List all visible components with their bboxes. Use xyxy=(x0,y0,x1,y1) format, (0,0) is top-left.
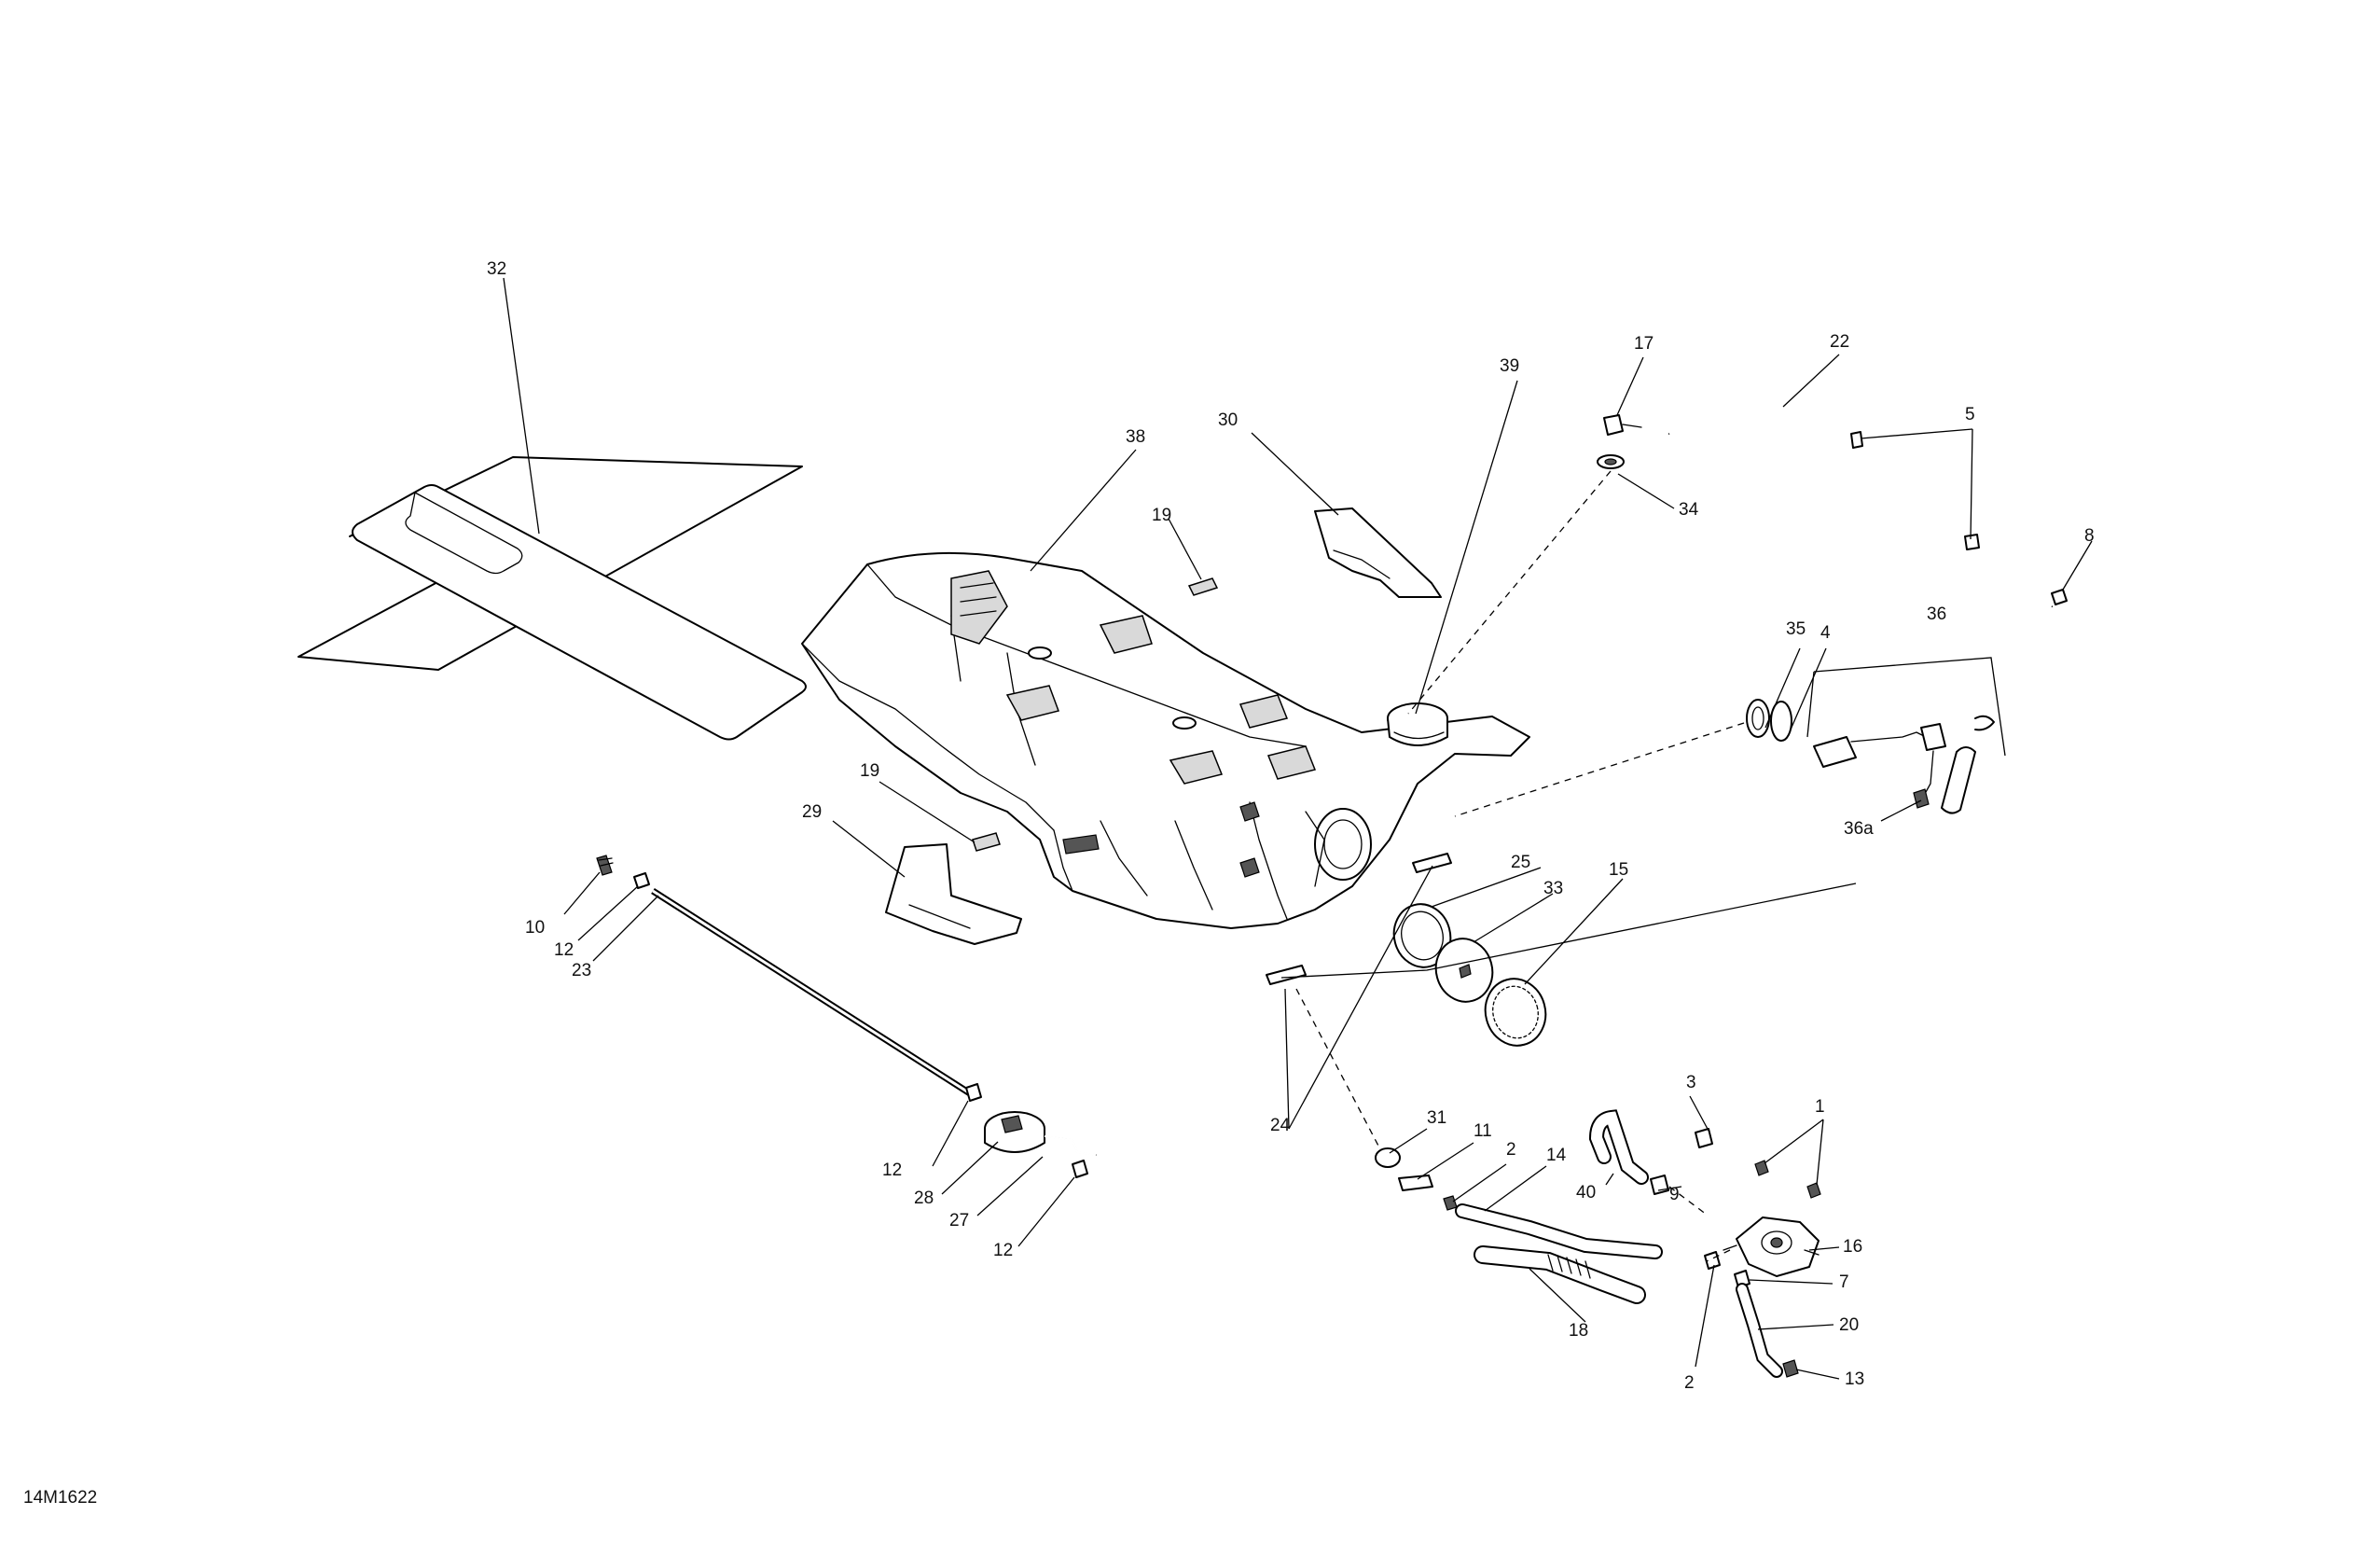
callout-2-right: 2 xyxy=(1684,1373,1695,1393)
part-12-clamp-mid xyxy=(965,1083,982,1102)
part-4-o-ring xyxy=(1770,701,1792,742)
callout-23: 23 xyxy=(572,961,591,980)
part-18-hose xyxy=(1474,1245,1646,1304)
callout-22: 22 xyxy=(1830,332,1849,352)
part-11-fitting xyxy=(1398,1175,1433,1191)
callout-20: 20 xyxy=(1839,1315,1859,1335)
callout-11: 11 xyxy=(1474,1121,1492,1141)
part-40-hose xyxy=(1588,1109,1649,1185)
callout-29: 29 xyxy=(802,802,822,822)
part-28-filter xyxy=(984,1111,1045,1153)
part-9-fitting xyxy=(1650,1175,1669,1195)
part-31-nut xyxy=(1375,1147,1401,1168)
callout-14: 14 xyxy=(1546,1146,1567,1165)
part-24-pads xyxy=(1266,853,1452,985)
callout-32: 32 xyxy=(487,259,506,279)
part-34-grommet xyxy=(1597,454,1625,469)
part-29-shield xyxy=(885,843,1022,945)
part-36-fuel-level-sensor xyxy=(1813,715,1995,814)
part-20-hose xyxy=(1736,1283,1783,1378)
part-19-clip-lower xyxy=(972,832,1001,852)
part-30-shield xyxy=(1314,507,1442,598)
part-7-fitting xyxy=(1734,1270,1750,1288)
part-14-hose xyxy=(1455,1203,1663,1259)
callout-9: 9 xyxy=(1669,1185,1680,1204)
part-22-vent-hose xyxy=(1668,399,2053,608)
callout-40: 40 xyxy=(1576,1183,1596,1202)
callout-27: 27 xyxy=(949,1211,969,1230)
part-23-fuel-line xyxy=(651,888,972,1096)
part-35-grommet xyxy=(1746,699,1770,738)
callout-38: 38 xyxy=(1126,427,1145,447)
callout-17: 17 xyxy=(1634,334,1654,354)
part-25-gasket xyxy=(1392,903,1452,968)
callout-12-mid: 12 xyxy=(882,1161,902,1180)
part-19-clip-top xyxy=(1187,577,1219,596)
diagram-code: 14M1622 xyxy=(23,1488,98,1508)
callout-1: 1 xyxy=(1815,1097,1825,1117)
callout-2-left: 2 xyxy=(1506,1140,1516,1160)
callout-10: 10 xyxy=(525,918,545,938)
part-33-plate xyxy=(1434,938,1494,1003)
callout-12-bottom: 12 xyxy=(993,1241,1013,1260)
part-32-pad xyxy=(298,456,807,741)
callout-34: 34 xyxy=(1679,500,1699,520)
callout-3: 3 xyxy=(1686,1073,1696,1092)
callout-36a: 36a xyxy=(1844,819,1874,839)
callout-19-lower: 19 xyxy=(860,761,879,781)
callout-28: 28 xyxy=(914,1189,934,1208)
callout-31: 31 xyxy=(1427,1108,1446,1128)
callout-16: 16 xyxy=(1843,1237,1862,1257)
callout-30: 30 xyxy=(1218,410,1238,430)
part-38-fuel-tank xyxy=(801,551,1530,929)
part-5-clips xyxy=(1850,431,1980,550)
assembly-lines xyxy=(1295,470,1745,1262)
part-12-clamp-top xyxy=(633,872,650,889)
callout-33: 33 xyxy=(1543,879,1563,898)
part-12-clamp-bottom xyxy=(1072,1160,1088,1178)
callout-24: 24 xyxy=(1270,1116,1291,1135)
callout-25: 25 xyxy=(1511,853,1530,872)
part-2-clamp-right xyxy=(1704,1251,1721,1270)
part-16-fuel-pump xyxy=(1723,1216,1820,1277)
part-10-fitting xyxy=(596,855,614,876)
part-1-screws xyxy=(1754,1160,1821,1199)
part-13-clamp xyxy=(1782,1359,1799,1378)
part-27-hose xyxy=(1044,1135,1097,1156)
leader-lines xyxy=(503,277,2093,1380)
callout-13: 13 xyxy=(1845,1369,1864,1389)
callout-5: 5 xyxy=(1965,405,1975,424)
callout-19-top: 19 xyxy=(1152,506,1171,525)
callout-18: 18 xyxy=(1569,1321,1588,1341)
part-3-clamp xyxy=(1695,1128,1713,1148)
callout-35: 35 xyxy=(1786,619,1806,639)
part-8-vent-valve xyxy=(2051,589,2068,605)
part-15-lock-ring xyxy=(1484,978,1547,1047)
part-2-clamp-left xyxy=(1443,1195,1458,1211)
callout-15: 15 xyxy=(1609,860,1628,880)
callout-36: 36 xyxy=(1927,605,1946,624)
part-17-vent-valve xyxy=(1603,414,1642,436)
callout-labels: 32 38 19 30 39 17 34 22 5 8 35 4 36 36a … xyxy=(487,259,2095,1393)
callout-12-top: 12 xyxy=(554,940,574,960)
callout-7: 7 xyxy=(1839,1272,1849,1292)
callout-4: 4 xyxy=(1820,623,1831,643)
callout-39: 39 xyxy=(1500,356,1519,376)
callout-8: 8 xyxy=(2084,526,2095,546)
